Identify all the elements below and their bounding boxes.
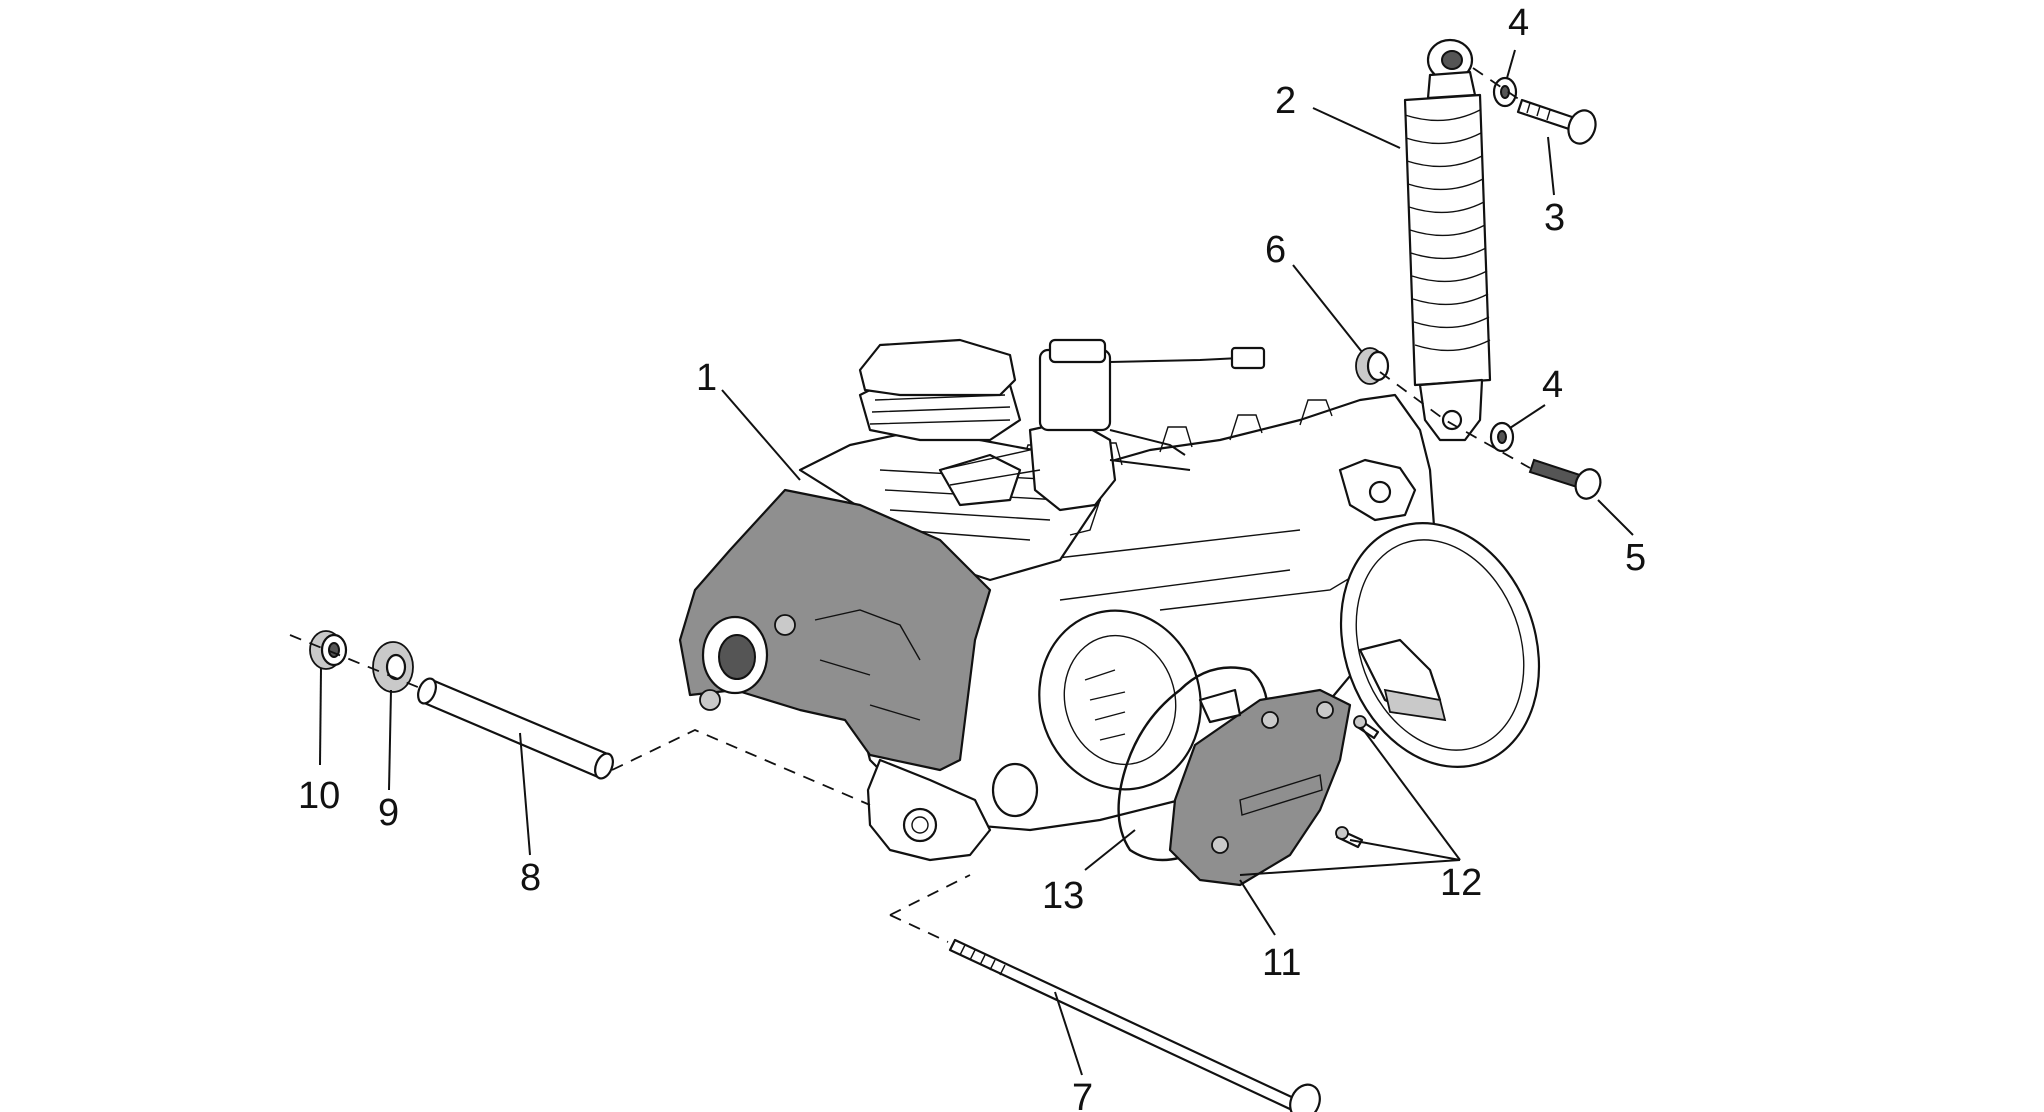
front-mount-boss (902, 807, 938, 843)
leader-12c (1239, 859, 1461, 876)
callout-11: 11 (1262, 942, 1301, 984)
callout-12: 12 (1440, 862, 1482, 904)
head-cover (858, 338, 1017, 397)
lower-washer (1489, 421, 1515, 453)
kick-start-spline (1383, 688, 1447, 722)
choke-wire (1109, 429, 1186, 456)
leader-11 (1239, 879, 1276, 936)
leader-8 (519, 732, 531, 856)
callout-7: 7 (1072, 1077, 1093, 1112)
assembly-line-shock-lower (1379, 371, 1531, 469)
cover-gasket (1117, 666, 1269, 862)
carburetor-cable (1109, 357, 1241, 363)
shock-top-mount (1426, 70, 1477, 100)
callout-1: 1 (696, 357, 717, 399)
front-mount-hole (911, 816, 929, 834)
cable-connector (1230, 346, 1266, 370)
spacer-nut (309, 630, 348, 670)
leader-3 (1547, 136, 1555, 196)
leader-12a (1361, 727, 1461, 861)
leader-6 (1292, 264, 1363, 353)
leader-1 (721, 389, 801, 481)
cover-screw-lower (1335, 826, 1364, 849)
callout-4-lower: 4 (1542, 364, 1563, 406)
callout-9: 9 (378, 792, 399, 834)
side-cover (1168, 688, 1352, 887)
assembly-line-spacer-engine (611, 729, 871, 806)
cover-fixing-stud (1198, 688, 1242, 724)
leader-5 (1597, 499, 1634, 536)
fuel-line (1109, 459, 1191, 471)
leader-7 (1054, 991, 1083, 1076)
cover-screw-upper (1353, 715, 1380, 740)
lower-front-case (866, 758, 992, 862)
callout-8: 8 (520, 857, 541, 899)
leader-4a (1506, 49, 1516, 79)
shock-top-eye-hole (1441, 50, 1463, 70)
leader-lines (319, 49, 1634, 1076)
magneto-fins (1084, 669, 1126, 741)
drain-boss (991, 762, 1039, 818)
cowling-screw-top (774, 614, 796, 636)
shock-spring-body (1403, 93, 1492, 387)
assembly-line-shock-upper (1472, 67, 1521, 101)
assembly-line-long-bolt (889, 874, 971, 943)
engine-mount-long-bolt (948, 938, 1321, 1112)
leader-4b (1509, 404, 1546, 429)
spacer-washer (372, 641, 414, 693)
cowling-detail (814, 609, 921, 721)
leader-9 (388, 689, 392, 791)
cylinder-cowling (678, 488, 992, 772)
cowling-port (718, 634, 756, 680)
upper-washer (1492, 76, 1518, 108)
assembly-lines (289, 67, 1531, 943)
callout-labels: 1 2 3 4 4 5 6 7 8 9 10 11 12 13 (298, 2, 1646, 1112)
leader-13 (1084, 829, 1136, 871)
cowling-screw-bottom (699, 689, 721, 711)
lower-shock-bolt (1528, 458, 1602, 500)
leader-10 (319, 667, 322, 766)
shock-bushing (1355, 347, 1390, 385)
shock-spring-coils (1404, 109, 1491, 352)
magneto-housing (1038, 609, 1202, 791)
carburetor-body (1028, 418, 1117, 512)
rear-mount-hole (1368, 480, 1392, 504)
assembly-line-spacer (289, 634, 426, 691)
carburetor-cap (1048, 338, 1107, 364)
callout-6: 6 (1265, 229, 1286, 271)
callout-2: 2 (1275, 80, 1296, 122)
engine-assembly (678, 338, 1541, 862)
upper-shock-bolt (1516, 98, 1597, 145)
spacer-tube (417, 677, 614, 780)
callout-3: 3 (1544, 197, 1565, 239)
rear-shock-absorber (1403, 38, 1492, 442)
clutch-cover-inner (1355, 539, 1525, 751)
callout-5: 5 (1625, 537, 1646, 579)
leader-2 (1312, 107, 1401, 149)
callout-10: 10 (298, 775, 340, 817)
callout-4-upper: 4 (1508, 2, 1529, 44)
leader-12b (1349, 839, 1461, 861)
callout-13: 13 (1042, 875, 1084, 917)
magneto-rotor (1063, 634, 1177, 766)
shock-lower-hole (1441, 409, 1463, 431)
carburetor-linkage (939, 449, 1101, 536)
